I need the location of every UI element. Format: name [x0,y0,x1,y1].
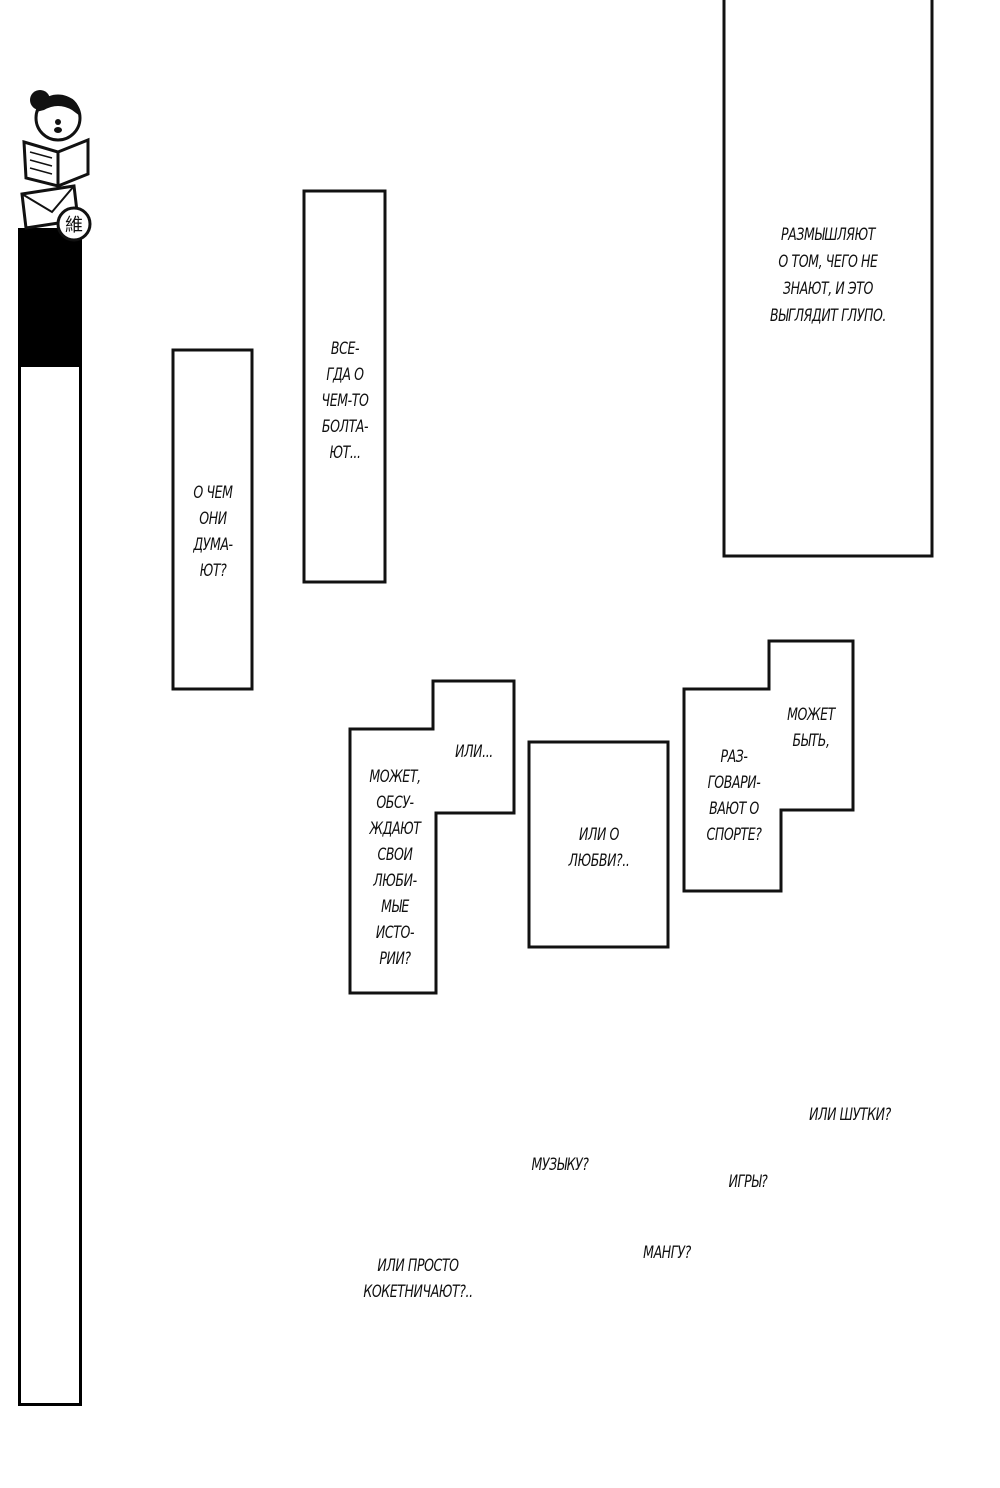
panel-think-about [171,348,254,691]
floating-flirt: ИЛИ ПРОСТО КОКЕТНИЧАЮТ?.. [363,1256,473,1302]
bubble-love: ИЛИ О ЛЮБВИ?.. [568,825,630,871]
floating-manga: МАНГУ? [643,1243,691,1263]
floating-jokes: ИЛИ ШУТКИ? [809,1105,891,1125]
panel-sports [682,639,855,893]
bubble-or: ИЛИ... [455,742,493,762]
bubble-sports: РАЗ- ГОВАРИ- ВАЮТ О СПОРТЕ? [706,747,762,845]
panel-love [527,740,670,949]
mascot-stamp-glyph: 維 [65,215,83,236]
left-bar-light-section [18,364,82,1406]
reading-girl-mascot-icon: 維 [20,90,92,242]
bubble-stories: МОЖЕТ, ОБСУ- ЖДАЮТ СВОИ ЛЮБИ- МЫЕ ИСТО- … [369,767,421,969]
floating-games: ИГРЫ? [728,1172,768,1192]
panel-stories [348,679,516,995]
floating-music: МУЗЫКУ? [531,1155,589,1175]
bubble-think-about: О ЧЕМ ОНИ ДУМА- ЮТ? [193,483,233,581]
panel-always-talk [302,189,387,584]
bubble-maybe: МОЖЕТ БЫТЬ, [787,705,835,751]
bubble-always-talk: ВСЕ- ГДА О ЧЕМ-ТО БОЛТА- ЮТ... [321,339,369,463]
panel-ponder [722,0,934,558]
left-bar-dark-section [18,228,82,366]
bubble-ponder: РАЗМЫШЛЯЮТ О ТОМ, ЧЕГО НЕ ЗНАЮТ, И ЭТО В… [769,225,887,326]
